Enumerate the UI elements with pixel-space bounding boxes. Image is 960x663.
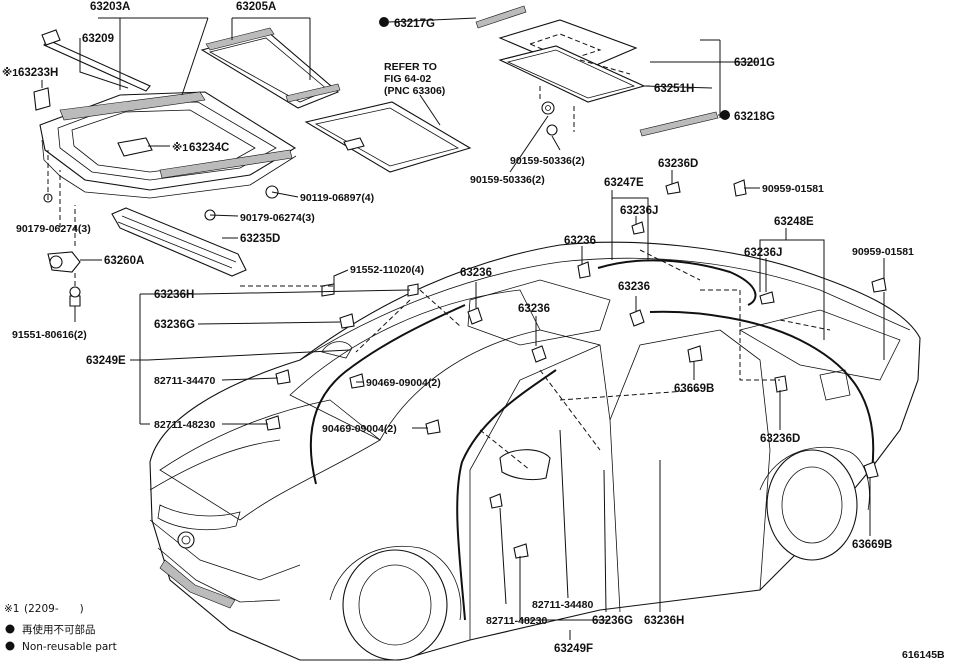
label-63236G-left: 63236G (154, 319, 195, 331)
label-90469-09004-b: 90469-09004(2) (322, 423, 397, 435)
label-63249E: 63249E (86, 355, 126, 367)
label-63669B-b: 63669B (852, 539, 892, 551)
legend: ※1 (2209- ) 再使用不可部品 Non-reusable part (4, 603, 117, 653)
label-91551-80616: 91551-80616(2) (12, 329, 87, 341)
label-90959-01581-b: 90959-01581 (852, 246, 914, 258)
legend-note-mark: ※1 (4, 603, 19, 615)
non-reusable-dot-icon (5, 624, 15, 634)
diagram-id: 616145B (902, 649, 945, 661)
label-63235D: 63235D (240, 233, 280, 245)
label-63205A: 63205A (236, 1, 276, 13)
label-63260A: 63260A (104, 255, 144, 267)
label-63669B-a: 63669B (674, 383, 714, 395)
label-63236J-b: 63236J (744, 247, 782, 259)
label-82711-34470: 82711-34470 (154, 375, 215, 387)
car-body-drawing (149, 241, 921, 661)
sunroof-housing-drawing (33, 29, 297, 307)
label-63218G: 63218G (734, 111, 775, 123)
sunroof-glass-drawing (379, 5, 730, 137)
leader-lines (41, 17, 885, 640)
non-reusable-dot-icon (5, 641, 15, 651)
label-63236D-top: 63236D (658, 158, 698, 170)
roof-reinforcement-drawing (111, 207, 247, 277)
label-63234C-prefix: ※1 (172, 142, 188, 154)
label-63217G: 63217G (394, 18, 435, 30)
legend-non-reusable-en: Non-reusable part (22, 641, 117, 653)
label-63233H: 63233H (18, 67, 58, 79)
label-63203A: 63203A (90, 1, 130, 13)
label-82711-34480: 82711-34480 (532, 599, 593, 611)
legend-note-range: (2209- ) (24, 603, 84, 615)
label-63201G: 63201G (734, 57, 775, 69)
label-63236-d: 63236 (518, 303, 550, 315)
sunroof-frame-drawing (200, 27, 341, 109)
label-63236D-bottom: 63236D (760, 433, 800, 445)
label-63233H-prefix: ※1 (2, 67, 18, 79)
sunshade-drawing (304, 101, 472, 173)
refer-line-3: (PNC 63306) (384, 85, 445, 97)
label-91552-11020: 91552-11020(4) (350, 264, 424, 276)
label-63236-a: 63236 (564, 235, 596, 247)
label-82711-48230-left: 82711-48230 (154, 419, 215, 431)
label-82711-48230-bottom: 82711-48230 (486, 615, 547, 627)
label-90959-01581-a: 90959-01581 (762, 183, 824, 195)
label-63209: 63209 (82, 33, 114, 45)
drain-hose-drawing (309, 259, 875, 621)
label-63236-c: 63236 (618, 281, 650, 293)
label-90469-09004-a: 90469-09004(2) (366, 377, 441, 389)
label-63236H-left: 63236H (154, 289, 194, 301)
label-90159-50336-upper: 90159-50336(2) (510, 155, 585, 167)
refer-line-1: REFER TO (384, 61, 437, 73)
label-63236G-bottom: 63236G (592, 615, 633, 627)
label-90179-06274-left: 90179-06274(3) (16, 223, 91, 235)
label-63251H: 63251H (654, 83, 694, 95)
label-63248E: 63248E (774, 216, 814, 228)
label-63236J-a: 63236J (620, 205, 658, 217)
clips-drawing (265, 179, 887, 559)
label-90119-06897: 90119-06897(4) (300, 192, 374, 204)
refer-line-2: FIG 64-02 (384, 73, 431, 85)
label-63236H-bottom: 63236H (644, 615, 684, 627)
label-90179-06274-right: 90179-06274(3) (240, 212, 315, 224)
part-labels: 63203A 63205A 63209 ※1 63233H ※1 63234C … (2, 1, 914, 655)
label-63247E: 63247E (604, 177, 644, 189)
label-63249F: 63249F (554, 643, 593, 655)
label-90159-50336-lower: 90159-50336(2) (470, 174, 545, 186)
legend-non-reusable-jp: 再使用不可部品 (22, 623, 96, 636)
label-63234C: 63234C (189, 142, 229, 154)
label-63236-b: 63236 (460, 267, 492, 279)
